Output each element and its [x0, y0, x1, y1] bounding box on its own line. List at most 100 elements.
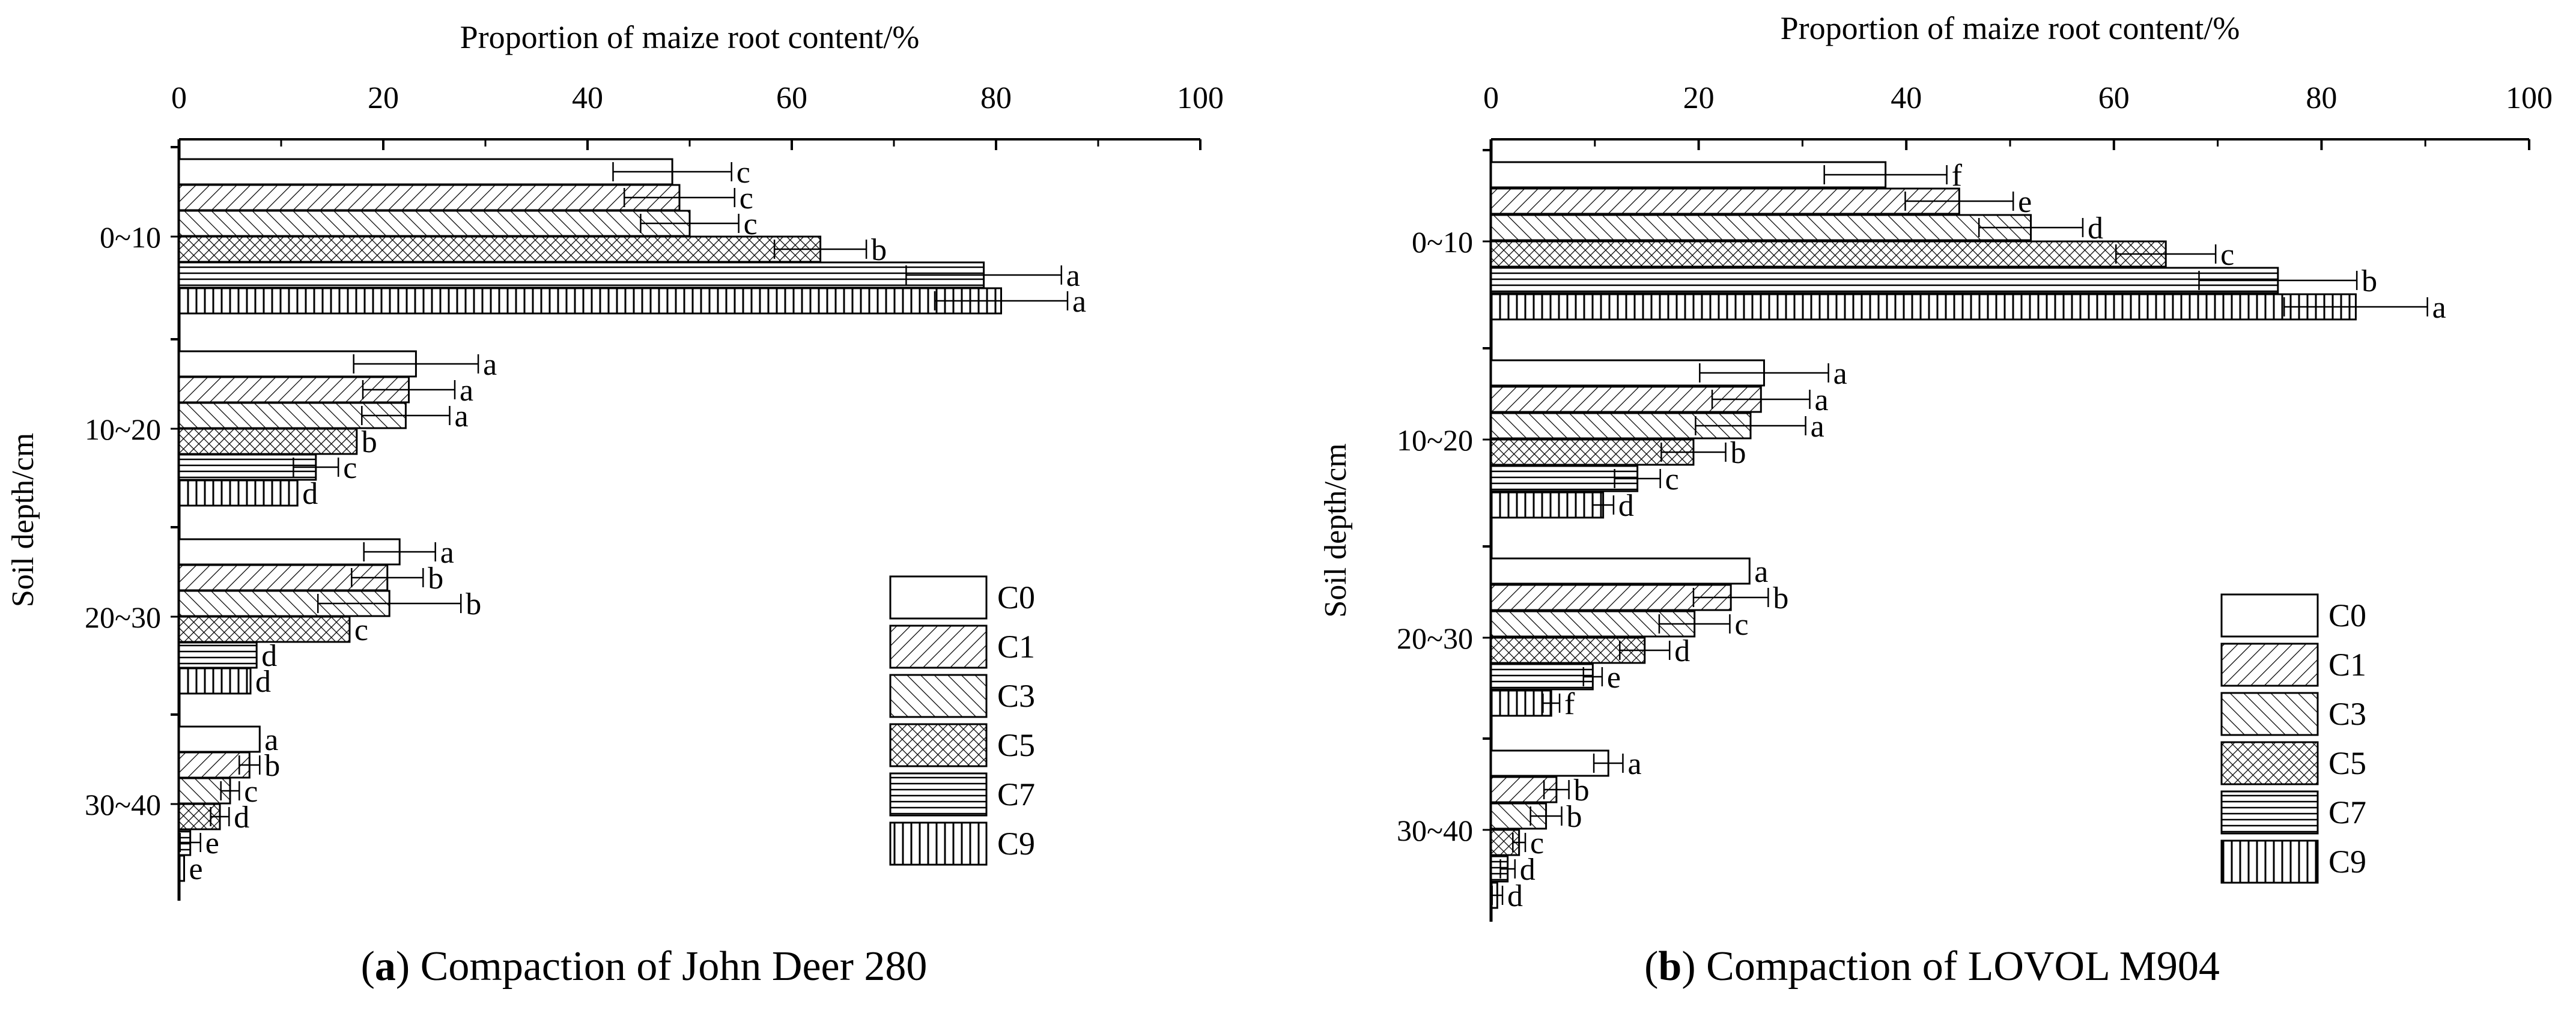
caption-a: (a) Compaction of John Deer 280: [360, 943, 928, 990]
chart1-bar-C5: [178, 803, 221, 830]
chart2-legend-swatch-C1: [2220, 643, 2319, 687]
chart1-legend-label: C5: [997, 727, 1035, 763]
chart2-significance-letter: b: [1574, 773, 1590, 808]
chart2-x-tick-label: 20: [1683, 81, 1715, 115]
chart2-bar-C3: [1490, 214, 2032, 241]
chart2-significance-letter: d: [1507, 879, 1523, 913]
chart1-significance-letter: d: [261, 639, 277, 673]
chart2-bar-C5: [1490, 240, 2167, 268]
chart2-significance-letter: d: [1618, 489, 1634, 523]
chart1-bar-C5: [178, 235, 822, 263]
chart2-category-label: 30~40: [1397, 814, 1473, 847]
chart2-significance-letter: c: [1734, 608, 1748, 642]
chart1-y-axis-label: Soil depth/cm: [6, 433, 40, 607]
chart2-bar-C9: [1490, 293, 2357, 321]
chart2-significance-letter: a: [1833, 357, 1847, 391]
chart2-legend-label: C3: [2328, 696, 2366, 732]
chart1-significance-letter: e: [205, 826, 219, 860]
chart2-legend-label: C7: [2328, 794, 2366, 830]
caption-a-text: Compaction of John Deer 280: [420, 943, 928, 990]
caption-b: (b) Compaction of LOVOL M904: [1644, 943, 2220, 990]
chart2-significance-letter: c: [2220, 238, 2234, 272]
chart2-bar-C5: [1490, 829, 1520, 856]
chart1-legend-label: C9: [997, 826, 1035, 862]
chart1-legend-label: C7: [997, 776, 1035, 812]
chart1-legend-swatch-C1: [889, 624, 988, 669]
chart2-x-axis-label: Proportion of maize root content/%: [1781, 10, 2240, 46]
chart1-legend-swatch-C9: [889, 821, 988, 866]
chart1-significance-letter: a: [264, 723, 278, 757]
chart2-significance-letter: a: [1811, 410, 1824, 444]
chart1-significance-letter: c: [354, 613, 368, 647]
chart2-category-label: 0~10: [1412, 225, 1473, 259]
chart1-significance-letter: c: [740, 181, 753, 216]
chart1-significance-letter: d: [302, 477, 318, 511]
chart1-x-axis-label: Proportion of maize root content/%: [460, 19, 920, 55]
chart2-x-tick-label: 60: [2098, 81, 2130, 115]
chart1-legend-swatch-C7: [889, 772, 988, 817]
chart1-significance-letter: a: [1072, 285, 1086, 319]
chart1-legend-swatch-C5: [889, 723, 988, 767]
chart1-x-tick-label: 80: [980, 81, 1012, 115]
chart1-bar-C0: [178, 538, 401, 566]
chart1-x-tick-label: 40: [572, 81, 603, 115]
chart2-legend-swatch-C9: [2220, 839, 2319, 884]
chart2-legend-label: C9: [2328, 844, 2366, 880]
chart2-category-label: 20~30: [1397, 621, 1473, 655]
chart2-significance-letter: d: [1520, 853, 1536, 887]
chart1-significance-letter: a: [483, 348, 497, 382]
chart1-x-tick-label: 0: [171, 81, 187, 115]
chart2-significance-letter: c: [1665, 462, 1679, 497]
chart2-bar-C0: [1490, 161, 1887, 189]
chart2-x-tick-label: 100: [2506, 81, 2553, 115]
chart1-bar-C5: [178, 615, 351, 643]
caption-b-label: b: [1658, 943, 1682, 990]
chart1-significance-letter: b: [264, 749, 280, 783]
chart1-bar-C0: [178, 725, 261, 753]
chart1-bar-C9: [178, 479, 299, 507]
chart1-significance-letter: d: [255, 665, 271, 699]
chart2-significance-letter: b: [1773, 581, 1788, 615]
chart2-y-axis-label: Soil depth/cm: [1319, 443, 1353, 617]
chart2-legend-label: C1: [2328, 647, 2366, 683]
chart2-bar-C0: [1490, 749, 1609, 777]
chart1-significance-letter: a: [440, 536, 454, 570]
chart2-legend-swatch-C0: [2220, 593, 2319, 638]
chart2-significance-letter: b: [2362, 264, 2377, 298]
chart2-significance-letter: e: [2018, 185, 2032, 219]
chart1-x-tick-label: 20: [368, 81, 399, 115]
chart1-legend-label: C1: [997, 629, 1035, 665]
chart2-significance-letter: d: [1674, 634, 1690, 668]
chart1-bar-C9: [178, 287, 1002, 315]
caption-b-text: Compaction of LOVOL M904: [1706, 943, 2220, 990]
chart2-bar-C7: [1490, 663, 1594, 691]
chart2-legend-label: C5: [2328, 745, 2366, 781]
chart2-x-tick-label: 80: [2306, 81, 2337, 115]
chart1-significance-letter: d: [234, 800, 249, 835]
chart2-significance-letter: b: [1731, 436, 1746, 470]
chart1-bar-C9: [178, 667, 252, 695]
chart1-bar-C7: [178, 261, 985, 289]
chart1-significance-letter: c: [244, 775, 258, 809]
chart1-significance-letter: b: [428, 561, 443, 596]
chart1-significance-letter: e: [189, 852, 203, 886]
chart1-legend-swatch-C3: [889, 674, 988, 718]
chart2-legend-label: C0: [2328, 597, 2366, 634]
chart1-significance-letter: b: [466, 587, 481, 621]
chart2-x-tick-label: 40: [1891, 81, 1922, 115]
chart2-significance-letter: a: [1754, 555, 1768, 589]
chart2-significance-letter: c: [1530, 826, 1544, 860]
chart2-bar-C0: [1490, 557, 1751, 585]
chart2-category-label: 10~20: [1397, 423, 1473, 457]
chart2-significance-letter: a: [2432, 291, 2446, 325]
chart1-legend-swatch-C0: [889, 575, 988, 620]
chart2-significance-letter: e: [1607, 661, 1621, 695]
chart1-legend-label: C3: [997, 678, 1035, 714]
chart1-category-label: 30~40: [85, 788, 161, 821]
chart1-significance-letter: a: [1066, 259, 1080, 293]
chart2-significance-letter: f: [1564, 687, 1575, 721]
chart1-significance-letter: c: [744, 207, 758, 241]
chart2-bar-C9: [1490, 491, 1605, 519]
